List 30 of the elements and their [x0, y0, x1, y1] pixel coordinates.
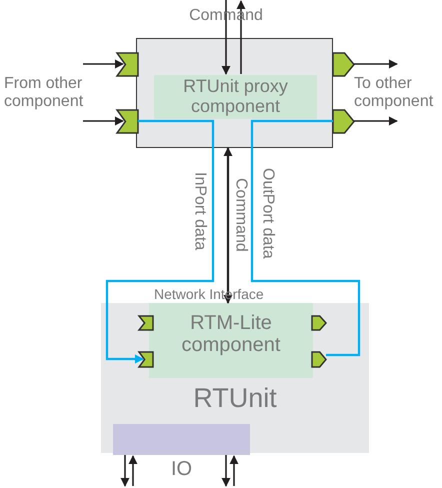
arrow [222, 455, 230, 487]
arrow [83, 60, 124, 68]
edge-label: OutPort data [258, 168, 276, 259]
arrow [128, 455, 138, 486]
arrow [354, 116, 398, 126]
arrow [222, 0, 230, 75]
input-port-icon [117, 110, 138, 133]
proxy-box [136, 38, 333, 148]
io-label: IO [170, 458, 194, 480]
component-box [149, 303, 313, 378]
arrow [120, 455, 130, 487]
arrow [354, 60, 398, 68]
arrow [106, 120, 214, 364]
component-label: RTUnit proxy component [182, 77, 289, 117]
edge-label: InPort data [190, 172, 208, 250]
arrow [83, 116, 124, 126]
connector-line [250, 120, 360, 356]
input-port-icon [139, 316, 153, 330]
output-port-icon [312, 316, 326, 330]
input-port-icon [139, 352, 153, 367]
target-label: To other component [354, 75, 442, 113]
arrow [236, 0, 246, 74]
input-port-icon [117, 53, 138, 76]
component-box [154, 75, 317, 119]
source-label: From other component [4, 75, 90, 113]
edge-label: Command [231, 178, 250, 252]
component-label: RTM-Lite component [180, 312, 282, 356]
arrow [230, 455, 238, 486]
arrow [224, 147, 232, 304]
unit-label: RTUnit [192, 384, 278, 414]
